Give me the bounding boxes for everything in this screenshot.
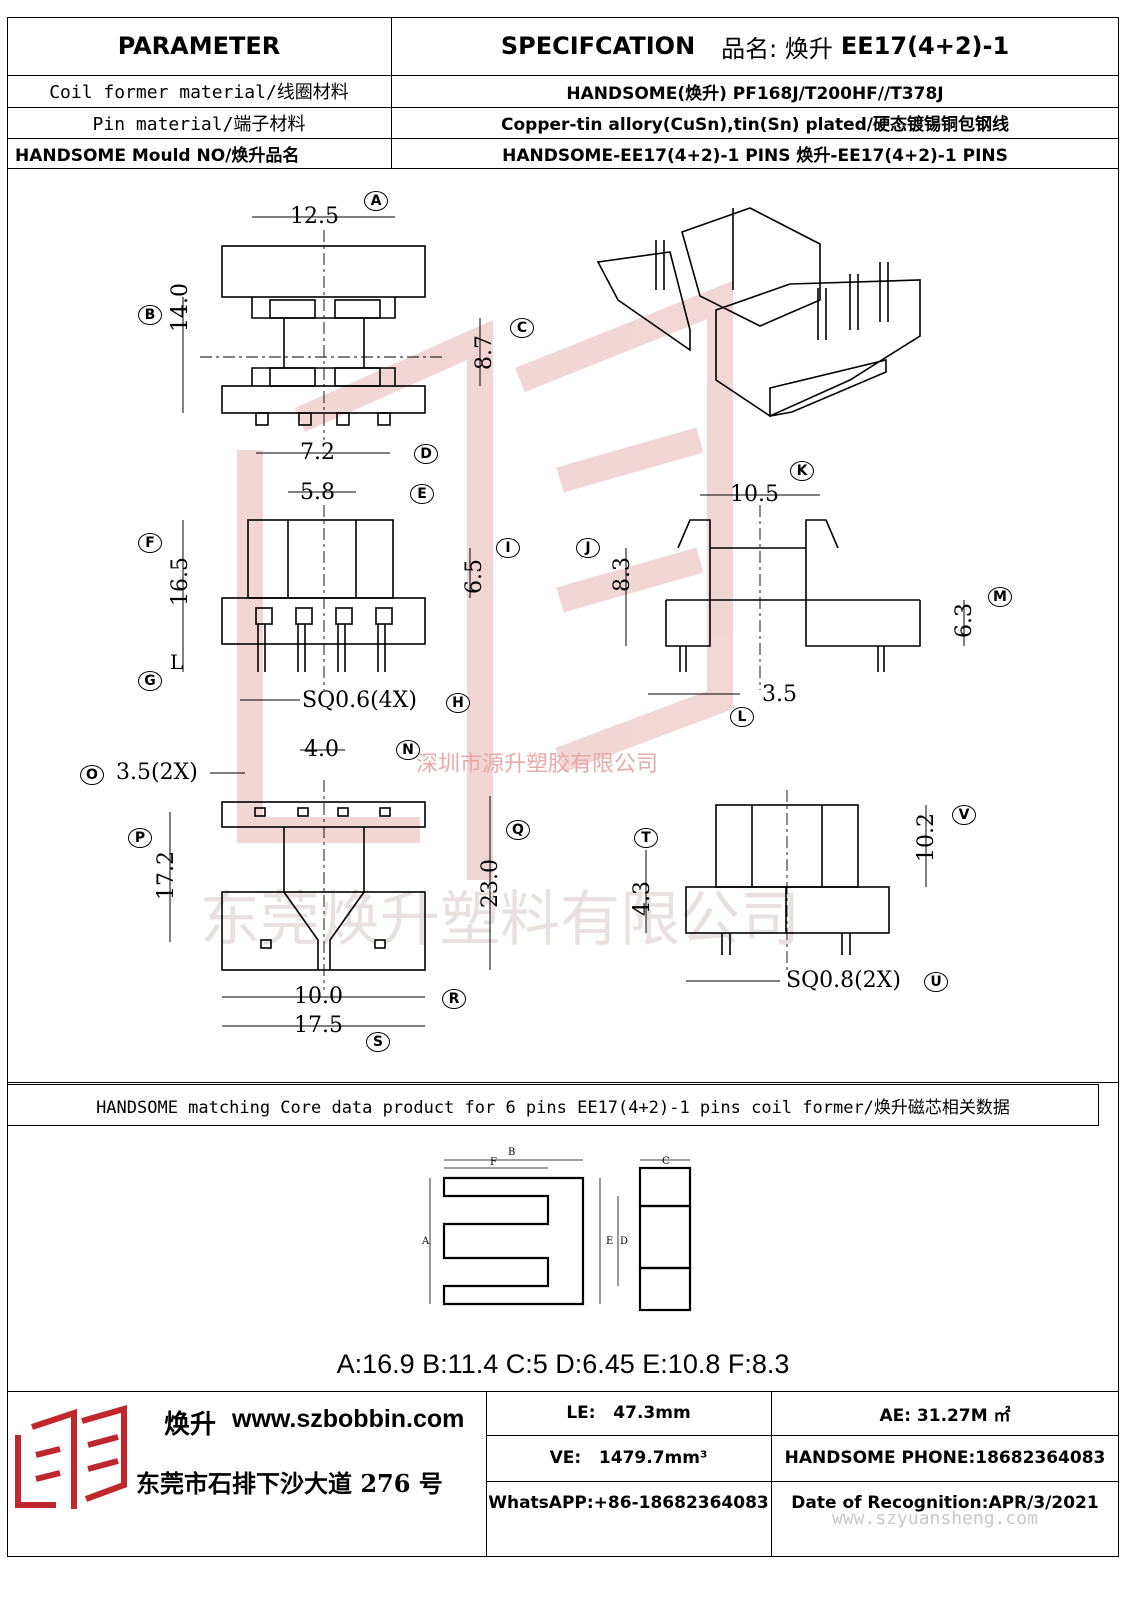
divider xyxy=(7,1082,1119,1083)
callout-e: E xyxy=(410,484,434,504)
dim-j-value: 8.3 xyxy=(610,557,635,592)
dim-q-value: 23.0 xyxy=(478,859,503,908)
dim-u-value: SQ0.8(2X) xyxy=(786,968,901,993)
core-title: HANDSOME matching Core data product for … xyxy=(96,1097,1010,1118)
mould-no-label: HANDSOME Mould NO/焕升品名 xyxy=(15,145,300,166)
callout-n: N xyxy=(396,740,420,760)
dim-m-value: 6.3 xyxy=(952,603,977,638)
dim-a-value: 12.5 xyxy=(290,204,339,229)
callout-d: D xyxy=(414,444,438,464)
divider xyxy=(486,1481,1119,1482)
dim-b-value: 14.0 xyxy=(168,283,193,332)
dim-v-value: 10.2 xyxy=(914,813,939,862)
dim-d-value: 7.2 xyxy=(300,440,335,465)
dim-l-value: 3.5 xyxy=(762,682,797,707)
callout-b: B xyxy=(138,305,162,325)
coil-former-material-value: HANDSOME(焕升) PF168J/T200HF//T378J xyxy=(566,83,944,104)
mould-no-value: HANDSOME-EE17(4+2)-1 PINS 焕升-EE17(4+2)-1… xyxy=(502,145,1008,166)
dim-s-value: 17.5 xyxy=(294,1013,343,1038)
core-letter-e: E xyxy=(606,1236,614,1247)
coil-former-material-label: Coil former material/线圈材料 xyxy=(49,82,349,103)
dim-c-value: 8.7 xyxy=(472,335,497,370)
core-letter-a: A xyxy=(422,1236,430,1247)
dim-p-value: 17.2 xyxy=(154,851,179,900)
dim-r-value: 10.0 xyxy=(294,984,343,1009)
callout-a: A xyxy=(364,191,388,211)
core-drawing xyxy=(442,1166,692,1312)
callout-f: F xyxy=(138,533,162,553)
company-address: 东莞市石排下沙大道 276 号 xyxy=(136,1469,443,1498)
callout-p: P xyxy=(128,828,152,848)
dim-t-value: 4.3 xyxy=(630,881,655,916)
callout-o: O xyxy=(80,765,104,785)
ve-value: VE: 1479.7mm³ xyxy=(549,1448,708,1468)
brand-name: 焕升 xyxy=(164,1410,217,1440)
divider xyxy=(7,107,1119,108)
divider xyxy=(7,138,1119,139)
dim-e-value: 5.8 xyxy=(300,480,335,505)
divider xyxy=(486,1391,487,1557)
callout-u: U xyxy=(924,972,948,992)
core-title-box xyxy=(7,1084,1099,1126)
core-letter-c: C xyxy=(662,1156,670,1167)
company-logo xyxy=(15,1405,127,1509)
phone-value: HANDSOME PHONE:18682364083 xyxy=(784,1448,1106,1468)
core-values: A:16.9 B:11.4 C:5 D:6.45 E:10.8 F:8.3 xyxy=(336,1348,790,1379)
callout-l: L xyxy=(730,707,754,727)
watermark-small: 深圳市源升塑胶有限公司 xyxy=(416,752,658,777)
website-link[interactable]: www.szbobbin.com xyxy=(232,1405,465,1433)
divider xyxy=(771,1391,772,1557)
divider xyxy=(391,17,392,168)
callout-m: M xyxy=(988,587,1012,607)
callout-g: G xyxy=(138,671,162,691)
callout-c: C xyxy=(510,318,534,338)
core-letter-f: F xyxy=(490,1157,497,1168)
core-letter-d: D xyxy=(620,1236,629,1247)
divider xyxy=(486,1435,1119,1436)
pin-material-label: Pin material/端子材料 xyxy=(92,113,306,135)
date-value: Date of Recognition:APR/3/2021 xyxy=(791,1493,1099,1513)
callout-h: H xyxy=(446,693,470,713)
pin-material-value: Copper-tin allory(CuSn),tin(Sn) plated/硬… xyxy=(501,115,1009,135)
dim-o-value: 3.5(2X) xyxy=(116,760,198,785)
callout-q: Q xyxy=(506,820,530,840)
callout-v: V xyxy=(952,805,976,825)
callout-j: J xyxy=(576,538,600,558)
whatsapp-value: WhatsAPP:+86-18682364083 xyxy=(488,1493,769,1513)
dim-k-value: 10.5 xyxy=(730,482,779,507)
callout-s: S xyxy=(366,1032,390,1052)
callout-k: K xyxy=(790,461,814,481)
dim-n-value: 4.0 xyxy=(304,737,339,762)
core-letter-b: B xyxy=(508,1147,516,1158)
dim-i-value: 6.5 xyxy=(462,559,487,594)
divider xyxy=(7,1391,1119,1392)
watermark-big: 东莞焕升塑料有限公司 xyxy=(200,885,800,955)
watermark-url: www.szyuansheng.com xyxy=(832,1508,1038,1529)
divider xyxy=(7,75,1119,76)
divider xyxy=(7,168,1119,169)
dim-h-value: SQ0.6(4X) xyxy=(302,688,417,713)
parameter-header: PARAMETER xyxy=(117,32,281,60)
callout-r: R xyxy=(442,989,466,1009)
callout-t: T xyxy=(634,828,658,848)
page-frame xyxy=(7,17,1119,1557)
specification-header: SPECIFCATION 品名: 焕升 EE17(4+2)-1 xyxy=(500,32,1010,63)
dim-f-value: 16.5 xyxy=(168,557,193,606)
callout-i: I xyxy=(496,538,520,558)
le-value: LE: 47.3mm xyxy=(566,1403,691,1423)
ae-value: AE: 31.27M ㎡ xyxy=(879,1405,1011,1426)
dim-g-value: L xyxy=(170,650,184,674)
